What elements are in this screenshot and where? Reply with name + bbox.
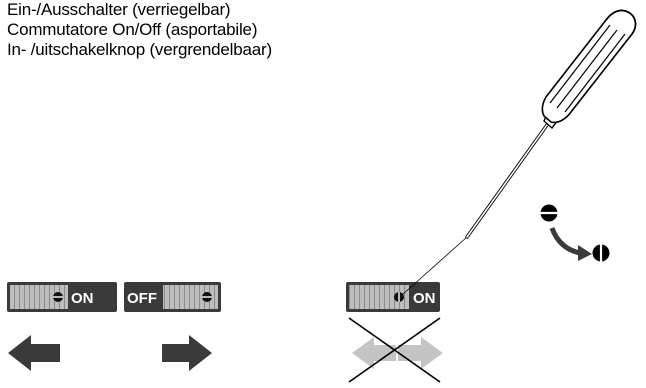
caption-line-de: Ein-/Ausschalter (verriegelbar) [7,0,231,19]
blocked-arrow-left-icon [352,337,396,369]
switch-locked-label: ON [413,290,436,307]
switch-on: ON [7,282,117,312]
screwdriver-icon [401,9,637,296]
arrow-right-icon [162,335,212,371]
arrow-left-icon [8,335,60,371]
screw-vertical-icon [592,244,610,262]
blocked-movement [348,317,443,383]
blocked-arrow-right-icon [398,337,443,369]
switch-on-label: ON [71,290,94,307]
caption-line-nl: In- /uitschakelknop (vergrendelbaar) [7,40,272,59]
rotate-clockwise-icon [540,204,610,262]
switch-locked: ON [346,282,440,312]
caption-line-it: Commutatore On/Off (asportabile) [7,20,258,39]
screw-horizontal-icon [540,204,558,222]
caption: Ein-/Ausschalter (verriegelbar) Commutat… [7,0,272,60]
switch-off-label: OFF [127,290,157,307]
cross-icon [348,317,441,383]
switch-off: OFF [124,282,221,312]
